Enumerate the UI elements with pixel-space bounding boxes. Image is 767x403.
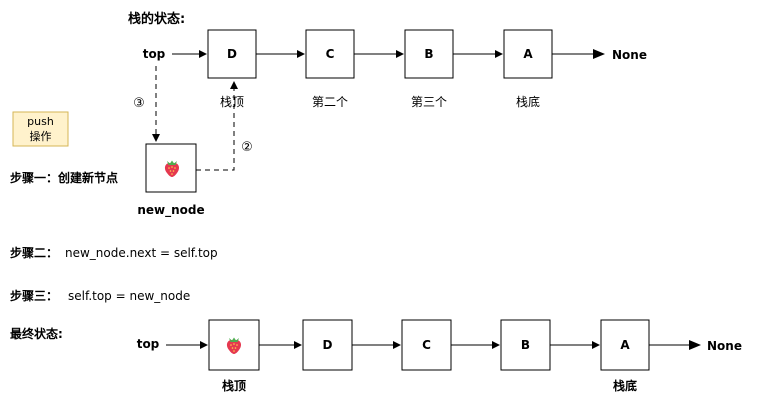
step-2-prefix: 步骤二： (10, 245, 58, 260)
final-none-label: None (707, 339, 742, 353)
step-3-marker: ③ (133, 96, 145, 111)
stack-node-a-value: A (523, 47, 533, 61)
new-node-label: new_node (137, 203, 204, 218)
final-node-b-value: B (521, 338, 530, 352)
push-note (12, 111, 69, 147)
final-node-b (500, 319, 551, 371)
step-2-code: new_node.next = self.top (65, 246, 218, 260)
top-label: top (143, 47, 166, 61)
stack-node-d-value: D (227, 47, 237, 61)
stack-node-c-value: C (326, 47, 335, 61)
stack-top-caption: 栈顶 (220, 94, 244, 109)
stack-node-b-value: B (424, 47, 433, 61)
stack-bottom-caption: 栈底 (516, 94, 540, 109)
step-3-prefix: 步骤三： (10, 288, 58, 303)
final-node-d (302, 319, 353, 371)
final-top-label: top (137, 337, 160, 351)
stack-node-c (305, 29, 355, 79)
stack-state-title: 栈的状态: (128, 11, 185, 27)
stack-none-label: None (612, 48, 647, 62)
final-node-a-value: A (620, 338, 630, 352)
final-top-caption: 栈顶 (222, 378, 246, 393)
stack-node-a (503, 29, 553, 79)
final-state-title: 最终状态: (10, 326, 63, 341)
push-note-line1: push (27, 115, 54, 128)
stack-node-b (404, 29, 454, 79)
final-node-c-value: C (422, 338, 431, 352)
step-2-marker: ② (241, 140, 253, 155)
step-3-code: self.top = new_node (68, 289, 190, 303)
final-bottom-caption: 栈底 (613, 378, 637, 393)
push-note-line2: 操作 (30, 129, 52, 143)
stack-second-caption: 第二个 (312, 95, 348, 109)
step-1-text: 步骤一：创建新节点 (10, 170, 118, 185)
final-node-d-value: D (323, 338, 333, 352)
stack-third-caption: 第三个 (411, 95, 447, 109)
new-node-to-d-dashed-arrow (196, 81, 238, 171)
